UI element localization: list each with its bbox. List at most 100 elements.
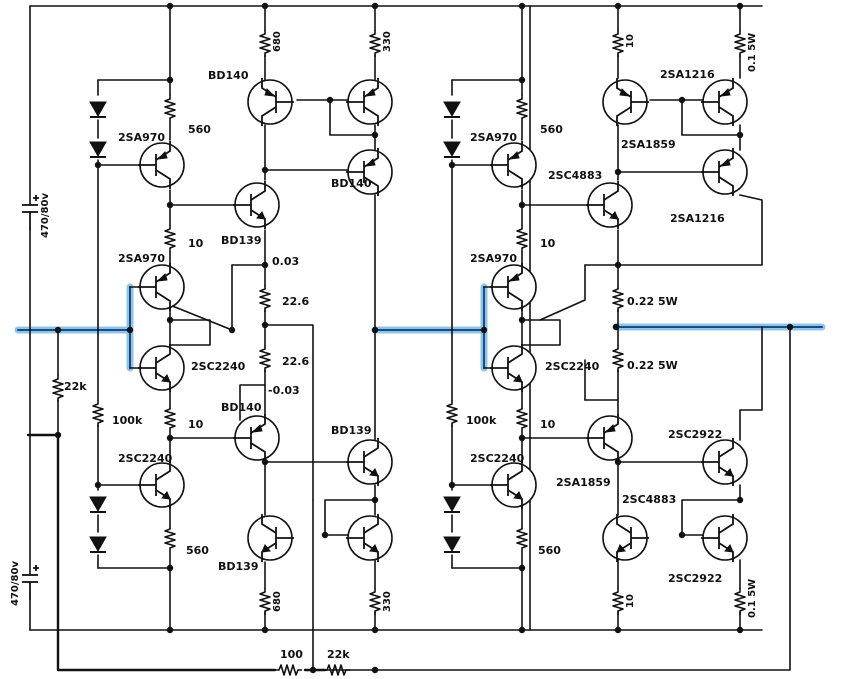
q-2sc4883-a-lead-upper [603, 181, 619, 201]
junction-dot [448, 161, 456, 169]
junction-dot [518, 2, 526, 10]
label-680-bottom: 680 [272, 591, 283, 612]
junction-dot [736, 496, 744, 504]
transistors [138, 78, 748, 562]
label-0-22-5w-a: 0.22 5W [627, 295, 678, 308]
q-bd140-b-arrow [251, 424, 263, 433]
junction-dot [614, 261, 622, 269]
label-2sc2240-left-1: 2SC2240 [191, 360, 246, 373]
capacitor-top [22, 195, 39, 230]
q-2sc2240-r1-transistor [490, 344, 537, 392]
q-bd139-a-lead-upper [250, 181, 266, 201]
q-bd140-top-transistor [346, 78, 393, 126]
q-2sc2922-a-transistor [701, 438, 748, 486]
label-100k-left: 100k [112, 414, 143, 427]
label-2sa1216-b: 2SA1216 [670, 212, 725, 225]
junction-dot [371, 496, 379, 504]
label-10-out-bottom: 10 [625, 594, 636, 608]
junction-dot [261, 166, 269, 174]
junction-dot [518, 564, 526, 572]
junction-dot [54, 431, 62, 439]
resistor-22-6-a [259, 284, 271, 313]
q-2sa970-l2-arrow [156, 273, 168, 282]
junction-dot [614, 168, 622, 176]
junction-dot [736, 2, 744, 10]
label-bd139-a: BD139 [221, 234, 261, 247]
resistor-22k-input [52, 374, 64, 403]
q-2sc2240-r2-transistor [490, 461, 537, 509]
junction-dot [166, 201, 174, 209]
resistor-560-bottom-left [164, 524, 176, 553]
junction-dot [518, 76, 526, 84]
q-2sa1216-a-lead-lower [718, 106, 734, 126]
resistor-100k-right [446, 399, 458, 428]
junction-dot [480, 326, 488, 334]
q-2sc2922-b-lead-upper [718, 514, 734, 534]
junction-dot [166, 76, 174, 84]
label-2sa1859-b: 2SA1859 [556, 476, 611, 489]
q-2sa1859-b-arrow [604, 424, 616, 433]
label-560-top-right: 560 [540, 123, 563, 136]
resistor-680-top [259, 29, 271, 58]
resistor-560-top-left [164, 94, 176, 123]
resistor-560-bottom-right [516, 524, 528, 553]
junction-dot [612, 323, 620, 331]
q-2sc4883-b-arrow [616, 544, 626, 553]
label-2sc2240-left-2: 2SC2240 [118, 452, 173, 465]
resistor-0-22-5w-a [612, 284, 624, 313]
junction-dot [786, 323, 794, 331]
supply-rails [29, 5, 763, 631]
label-bd139-c: BD139 [331, 424, 371, 437]
resistor-330-bottom [369, 587, 381, 616]
label-2sc2240-right-1: 2SC2240 [545, 360, 600, 373]
resistor-100-feedback [274, 664, 303, 676]
q-2sc2922-a-arrow [724, 468, 734, 477]
q-2sa1216-a-transistor [701, 78, 748, 126]
q-bd139-b-lead-upper [261, 514, 277, 534]
resistor-0-1-5w-bottom [734, 587, 746, 616]
q-2sc4883-b-transistor [602, 514, 649, 562]
junctions [54, 2, 794, 674]
labels: 560 2SA970 10 2SA970 2SC2240 100k 10 2SC… [10, 31, 758, 661]
label-2sa1216-a: 2SA1216 [660, 68, 715, 81]
junction-dot [261, 321, 269, 329]
q-2sa1859-b-transistor [586, 414, 633, 462]
resistor-22-6-b [259, 344, 271, 373]
resistor-22k-feedback [322, 664, 351, 676]
q-2sa970-l1-transistor [138, 141, 185, 189]
q-bd139-c-lead-upper [363, 438, 379, 458]
junction-dot [371, 626, 379, 634]
resistor-10-right [516, 224, 528, 253]
junction-dot [309, 666, 317, 674]
junction-dot [518, 626, 526, 634]
label-560-bottom-left: 560 [186, 544, 209, 557]
q-2sc2922-b-transistor [701, 514, 748, 562]
resistor-10-out-bottom [612, 587, 624, 616]
junction-dot [166, 626, 174, 634]
label-cap-bottom: 470/80v [10, 561, 21, 606]
junction-dot [261, 458, 269, 466]
q-2sc2240-l1-transistor [138, 344, 185, 392]
label-2sa970-right-2: 2SA970 [470, 252, 517, 265]
capacitors [22, 195, 39, 600]
label-cap-top: 470/80v [40, 193, 51, 238]
junction-dot [166, 564, 174, 572]
label-2sc4883-a: 2SC4883 [548, 169, 602, 182]
label-0-1-5w-top: 0.1 5W [747, 33, 758, 72]
q-2sa1216-b-arrow [719, 158, 731, 167]
q-2sc2922-a-lead-upper [718, 438, 734, 458]
resistor-10-left [164, 224, 176, 253]
junction-dot [371, 326, 379, 334]
junction-dot [614, 2, 622, 10]
label-2sc4883-b: 2SC4883 [622, 493, 676, 506]
label-10-right-b: 10 [540, 418, 556, 431]
label-bd140-c: BD140 [331, 177, 372, 190]
label-100k-right: 100k [466, 414, 497, 427]
resistor-100k-left [92, 399, 104, 428]
q-2sa1216-a-arrow [719, 88, 731, 97]
q-2sc2240-r1-lead-upper [507, 344, 523, 364]
junction-dot [678, 96, 686, 104]
diode-left-4 [89, 536, 107, 553]
label-2sa970-left-2: 2SA970 [118, 252, 165, 265]
junction-dot [371, 131, 379, 139]
